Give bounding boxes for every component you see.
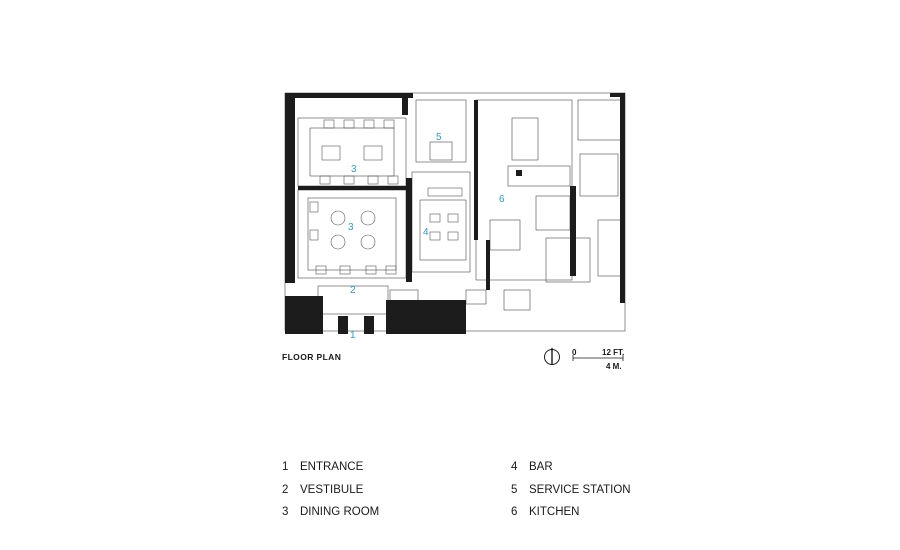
scale-feet-label: 12 FT.: [602, 348, 625, 357]
scale-zero-label: 0: [572, 348, 577, 357]
legend-item: 5 SERVICE STATION: [511, 479, 631, 502]
legend-number: 5: [511, 483, 518, 496]
legend-number: 3: [282, 506, 289, 519]
plan-label-dining-room-1: 3: [351, 164, 357, 175]
legend-label: SERVICE STATION: [529, 483, 631, 496]
north-arrow-icon: [544, 348, 560, 365]
plan-label-vestibule: 2: [350, 285, 356, 296]
legend-label: ENTRANCE: [300, 461, 364, 474]
plan-label-kitchen: 6: [499, 194, 505, 205]
legend-item: 4 BAR: [511, 456, 631, 479]
legend-number: 1: [282, 461, 289, 474]
plan-label-service-station: 5: [436, 132, 442, 143]
plan-label-dining-room-2: 3: [348, 222, 354, 233]
scale-meters-label: 4 M.: [606, 362, 622, 371]
legend-label: VESTIBULE: [300, 483, 364, 496]
legend-label: KITCHEN: [529, 506, 580, 519]
scale-bar: [572, 355, 624, 361]
legend-item: 2 VESTIBULE: [282, 479, 379, 502]
legend-number: 4: [511, 461, 518, 474]
floor-plan-caption: FLOOR PLAN: [282, 352, 342, 362]
legend-number: 6: [511, 506, 518, 519]
plan-label-entrance: 1: [350, 330, 356, 341]
legend-label: BAR: [529, 461, 553, 474]
legend-item: 3 DINING ROOM: [282, 501, 379, 524]
floor-plan-drawing: 1 2 3 3 4 5 6: [284, 92, 626, 341]
north-arrow-and-scale-bar: 0 12 FT. 4 M.: [543, 344, 643, 374]
legend-left-column: 1 ENTRANCE 2 VESTIBULE 3 DINING ROOM: [282, 456, 379, 524]
legend-item: 1 ENTRANCE: [282, 456, 379, 479]
legend-label: DINING ROOM: [300, 506, 380, 519]
legend-item: 6 KITCHEN: [511, 501, 631, 524]
plan-label-bar: 4: [423, 227, 429, 238]
legend-right-column: 4 BAR 5 SERVICE STATION 6 KITCHEN: [511, 456, 631, 524]
legend-number: 2: [282, 483, 289, 496]
